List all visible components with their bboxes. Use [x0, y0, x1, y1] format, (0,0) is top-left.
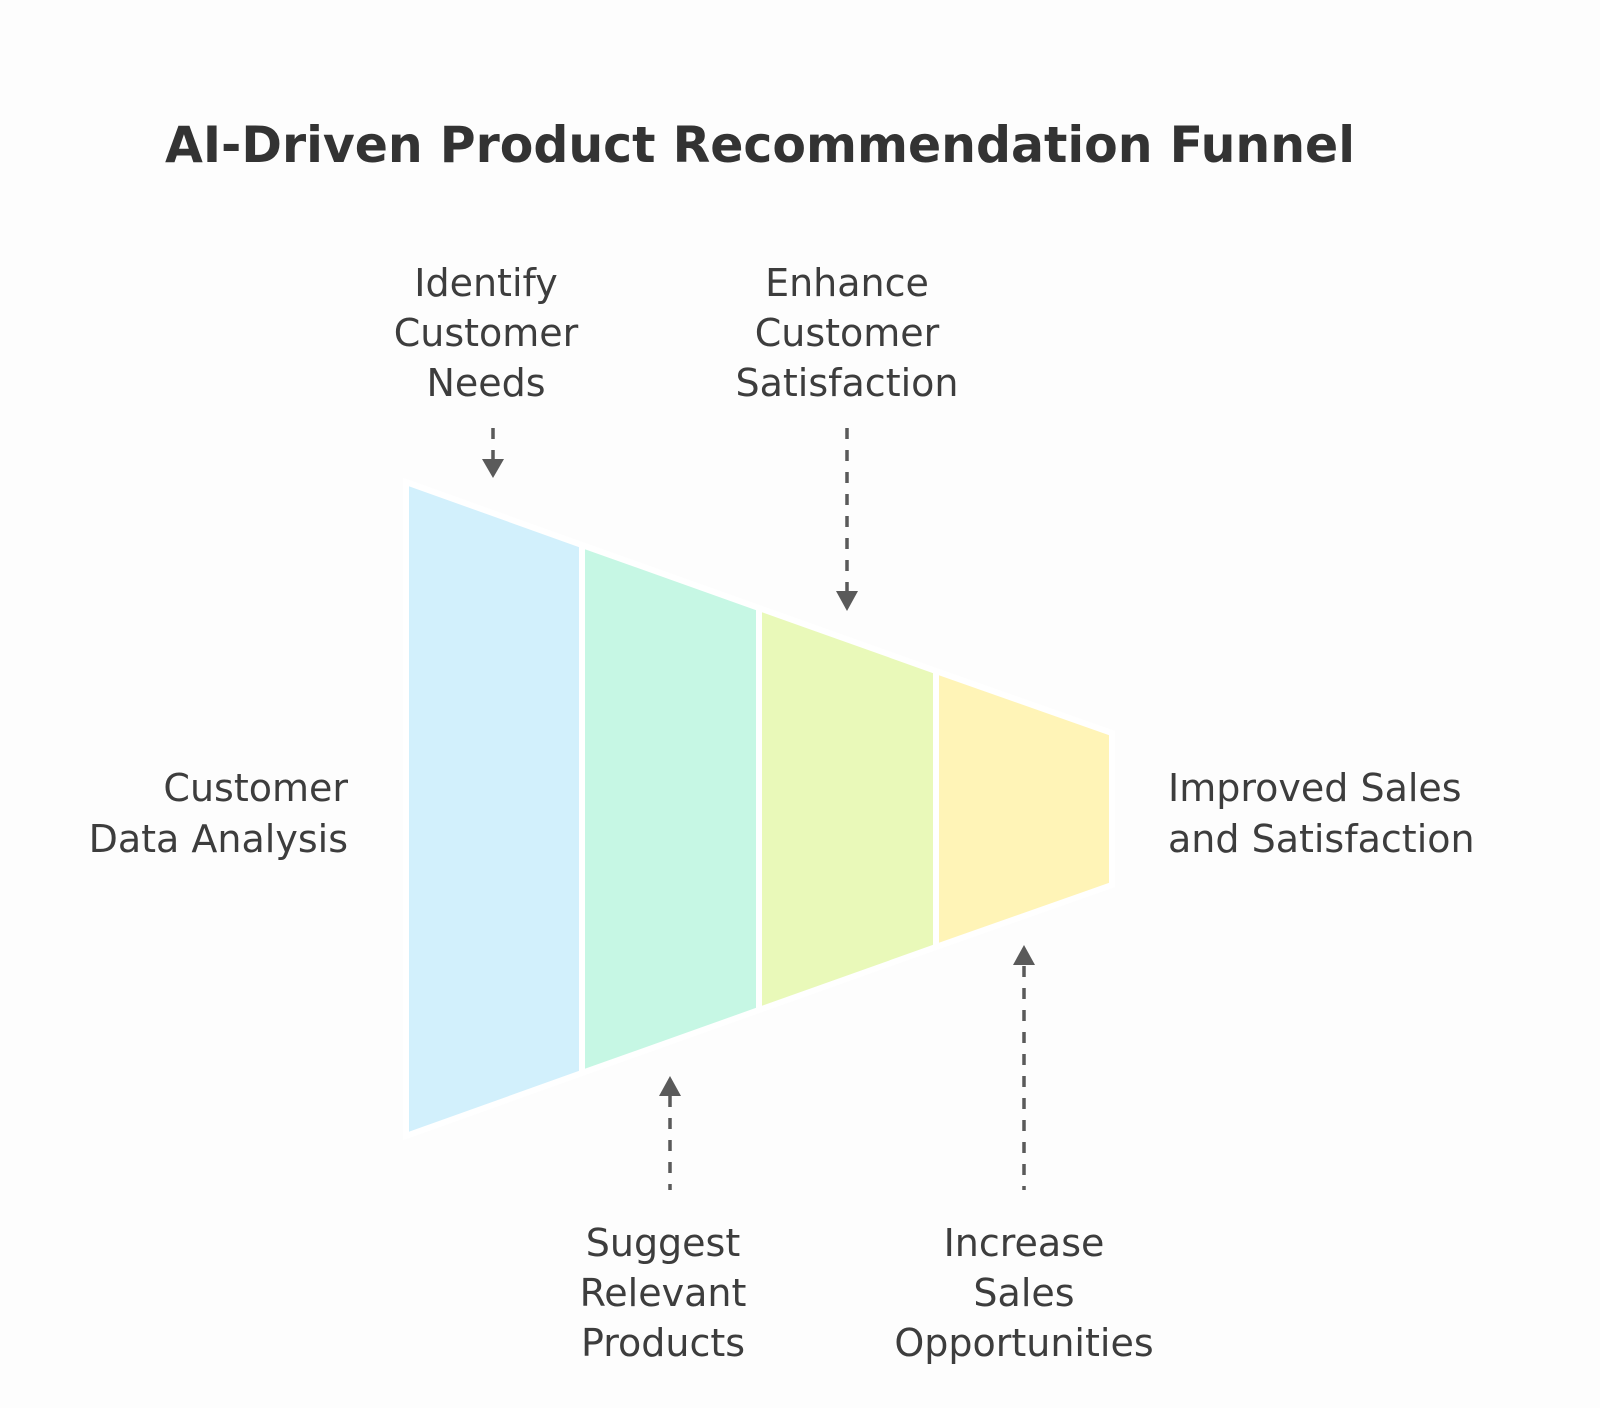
stage-3-line-2: Customer — [755, 311, 940, 355]
stage-3-line-1: Enhance — [765, 261, 929, 305]
output-label: Improved Sales and Satisfaction — [1168, 766, 1475, 861]
stage-1-label: Identify Customer Needs — [394, 261, 579, 405]
output-label-line-2: and Satisfaction — [1168, 817, 1475, 861]
funnel-segment-4 — [933, 666, 1115, 952]
stage-2-label: Suggest Relevant Products — [580, 1221, 747, 1365]
stage-4-line-1: Increase — [944, 1221, 1105, 1265]
stage-2-line-1: Suggest — [586, 1221, 741, 1265]
funnel-segment-3 — [756, 603, 939, 1015]
stage-1-line-1: Identify — [414, 261, 557, 305]
stage-4-arrow-up-icon — [1013, 945, 1035, 1190]
stage-3-label: Enhance Customer Satisfaction — [735, 261, 958, 405]
stage-3-line-3: Satisfaction — [735, 361, 958, 405]
stage-1-line-2: Customer — [394, 311, 579, 355]
input-label-line-1: Customer — [163, 766, 348, 810]
input-label-line-2: Data Analysis — [89, 817, 348, 861]
stage-4-line-3: Opportunities — [894, 1321, 1153, 1365]
stage-2-line-3: Products — [581, 1321, 745, 1365]
stage-1-line-3: Needs — [426, 361, 545, 405]
input-label: Customer Data Analysis — [89, 766, 349, 861]
stage-3-arrow-down-icon — [836, 428, 858, 611]
funnel-segment-2 — [579, 540, 762, 1078]
funnel-segment-1 — [403, 477, 585, 1141]
stage-4-label: Increase Sales Opportunities — [894, 1221, 1153, 1365]
stage-4-line-2: Sales — [973, 1271, 1074, 1315]
stage-2-arrow-up-icon — [659, 1076, 681, 1190]
output-label-line-1: Improved Sales — [1168, 766, 1462, 810]
stage-2-line-2: Relevant — [580, 1271, 747, 1315]
page-title: AI-Driven Product Recommendation Funnel — [165, 116, 1355, 174]
stage-1-arrow-down-icon — [482, 428, 504, 478]
